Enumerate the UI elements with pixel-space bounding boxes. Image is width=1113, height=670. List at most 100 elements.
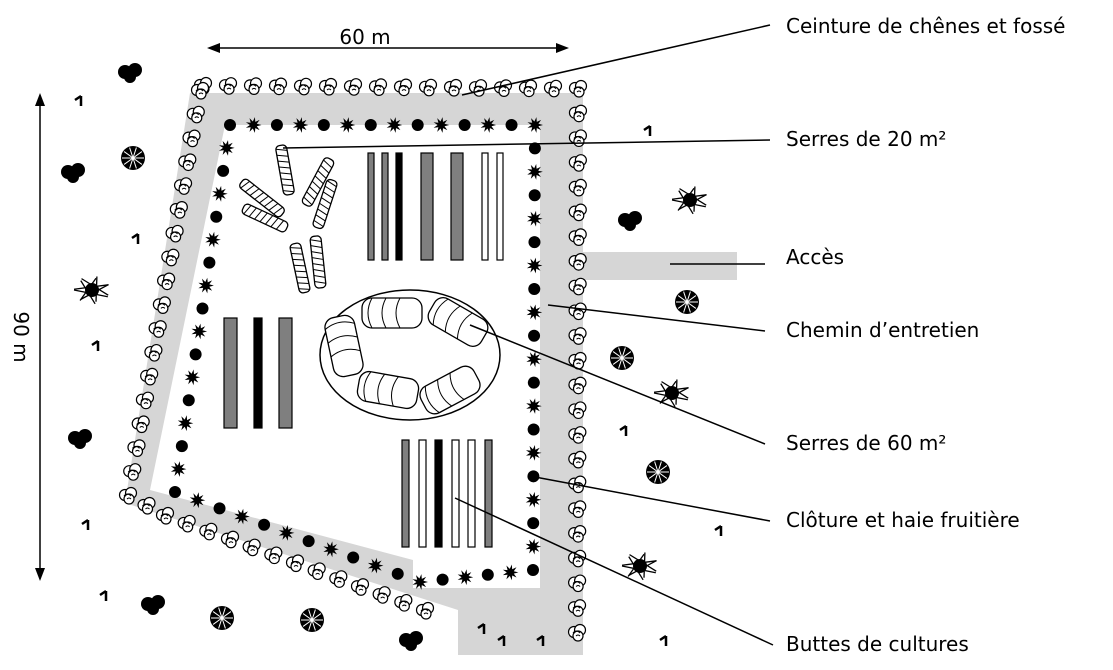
round-tree-ray [648, 465, 659, 473]
label-crop-mounds: Buttes de cultures [786, 632, 969, 656]
hedge-shrub-icon [527, 210, 543, 227]
small-greenhouse-hoop [278, 166, 291, 169]
oak-tree-icon [293, 77, 313, 96]
oak-detail [225, 537, 234, 544]
round-tree-ray [302, 619, 313, 627]
large-greenhouse-hoop [367, 297, 401, 329]
sprout-icon [714, 524, 723, 536]
oak-lobe [573, 185, 585, 197]
oak-lobe [573, 234, 585, 246]
round-tree-ray [621, 351, 632, 359]
oak-detail [573, 333, 581, 340]
large-greenhouse-body [419, 365, 481, 415]
hedge-shrub-icon [525, 538, 542, 555]
oak-lobe [153, 326, 165, 338]
round-tree-ray [612, 351, 623, 359]
round-tree-ray [132, 147, 137, 159]
dimension-lines [39, 47, 566, 577]
hedge-dot [213, 502, 226, 515]
small-greenhouse-body [312, 178, 338, 230]
round-tree-ray [657, 465, 668, 473]
small-greenhouse-hoop [273, 206, 284, 215]
small-greenhouse-hoop [275, 148, 288, 151]
round-tree-ray [683, 291, 688, 303]
oak-lobe [136, 421, 148, 434]
oak-lobe [377, 592, 389, 604]
small-greenhouse-hoop [298, 288, 311, 290]
shrub-lobe [405, 639, 417, 651]
hedge-shrub-icon [527, 164, 543, 180]
oak-detail [248, 83, 257, 90]
leader-fence-hedge [534, 476, 771, 522]
oak-detail [355, 584, 364, 591]
small-greenhouse-hoop [280, 178, 293, 181]
oak-tree-icon [243, 77, 263, 96]
oak-lobe [398, 600, 410, 612]
oak-tree-icon [368, 78, 388, 97]
small-greenhouse-hoop [270, 217, 279, 228]
oak-detail [573, 210, 582, 217]
hedge-dot [224, 119, 236, 131]
oak-detail [423, 85, 432, 92]
leader-crop-mounds [454, 497, 774, 646]
hedge-shrub-icon [191, 323, 208, 340]
large-greenhouse-body [356, 370, 420, 410]
round-tree-ray [621, 357, 626, 369]
oak-lobe [223, 83, 235, 95]
oak-tree-icon [543, 79, 563, 98]
label-belt: Ceinture de chênes et fossé [786, 14, 1065, 38]
round-tree-ray [308, 609, 313, 621]
oak-tree-icon [568, 228, 587, 246]
access-road [540, 252, 737, 280]
shrub-lobe [74, 437, 86, 449]
round-tree-ray [612, 357, 623, 365]
hedge-shrub-icon [526, 304, 543, 321]
large-greenhouse [427, 297, 489, 347]
hedge-dot [196, 302, 209, 315]
shrub-lobe [124, 71, 136, 83]
oak-detail [165, 255, 174, 262]
small-greenhouse-hoop [277, 160, 290, 163]
small-greenhouse-hoop [313, 275, 326, 278]
oak-detail [573, 284, 581, 291]
small-greenhouse-hoop [310, 245, 323, 248]
shrub-lobe [624, 219, 636, 231]
large-greenhouse-hoop [324, 321, 361, 358]
sprout-icon [536, 634, 545, 646]
oak-detail [178, 183, 187, 190]
legend-labels: Ceinture de chênes et fossé Serres de 20… [786, 14, 1065, 656]
oak-tree-icon [148, 320, 167, 338]
hedge-dot [458, 119, 471, 131]
oak-lobe [195, 88, 207, 100]
oak-detail [572, 581, 581, 587]
oak-tree-icon [568, 351, 587, 370]
oak-tree-icon [218, 77, 238, 95]
oak-lobe [182, 159, 194, 172]
oak-tree-icon [568, 154, 587, 172]
round-tree-ray [129, 147, 134, 159]
small-greenhouse-hoop [324, 185, 335, 193]
oak-tree-icon [568, 129, 588, 148]
label-fence-hedge: Clôture et haie fruitière [786, 508, 1020, 532]
oak-detail [170, 231, 178, 238]
round-tree-ray [683, 301, 688, 313]
oak-lobe [333, 576, 345, 588]
oak-detail [572, 506, 581, 513]
leader-greenhouse-60 [469, 324, 766, 445]
sprout-icon [91, 339, 100, 351]
oak-detail [223, 83, 232, 90]
round-tree-ray [302, 613, 313, 621]
hedge-dot [189, 348, 202, 361]
sprout-icon [659, 634, 668, 646]
round-tree-icon [121, 146, 145, 170]
large-greenhouse-body [427, 297, 489, 347]
hedge-shrub-icon [177, 415, 194, 432]
oak-tree-icon [140, 367, 159, 386]
hedge-dot [347, 551, 360, 564]
small-greenhouse-hoop [306, 191, 316, 200]
oak-tree-icon [144, 343, 163, 362]
round-tree-ray [621, 357, 632, 365]
dark-shrub-icon [68, 429, 92, 449]
hedge-dot [169, 486, 181, 498]
surrounding-vegetation [61, 63, 723, 651]
